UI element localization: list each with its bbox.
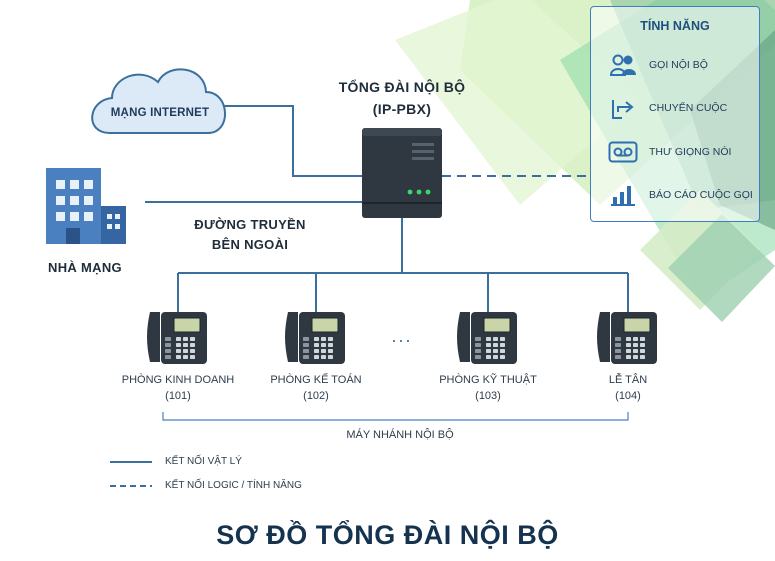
more-extensions-ellipsis: ... bbox=[391, 326, 413, 346]
bar-chart-icon bbox=[611, 186, 635, 206]
call-forward-icon bbox=[612, 100, 634, 119]
page-title: SƠ ĐỒ TỔNG ĐÀI NỘI BỘ bbox=[216, 520, 559, 550]
building-icon bbox=[46, 168, 126, 244]
feature-item-label: CHUYỂN CUỘC bbox=[649, 102, 728, 114]
features-title: TÍNH NĂNG bbox=[640, 19, 710, 33]
extension-number: (104) bbox=[615, 390, 641, 402]
internet-label: MẠNG INTERNET bbox=[110, 107, 210, 119]
features-panel: TÍNH NĂNG GỌI NỘI BỘ CHUYỂN CUỘC THƯ GIỌ… bbox=[590, 6, 760, 222]
desk-phone-icon bbox=[457, 312, 517, 364]
extension-name: PHÒNG KẾ TOÁN bbox=[270, 374, 362, 386]
desk-phone-icon bbox=[285, 312, 345, 364]
legend-logical-label: KẾT NỐI LOGIC / TÍNH NĂNG bbox=[165, 480, 302, 491]
external-line-label-1: ĐƯỜNG TRUYỀN bbox=[194, 217, 306, 232]
feature-item-label: THƯ GIỌNG NÓI bbox=[649, 146, 732, 158]
legend-physical-label: KẾT NỐI VẬT LÝ bbox=[165, 456, 242, 467]
provider-label: NHÀ MẠNG bbox=[48, 260, 122, 275]
users-icon bbox=[609, 54, 636, 76]
extension-name: PHÒNG KỸ THUẬT bbox=[439, 374, 537, 386]
desk-phone-icon bbox=[147, 312, 207, 364]
extension-number: (102) bbox=[303, 390, 329, 402]
phones-group bbox=[147, 312, 657, 364]
pbx-device-icon bbox=[362, 128, 442, 218]
physical-connections bbox=[145, 105, 629, 312]
feature-item-label: GỌI NỘI BỘ bbox=[649, 59, 708, 71]
extension-number: (101) bbox=[165, 390, 191, 402]
desk-phone-icon bbox=[597, 312, 657, 364]
extensions-bracket bbox=[162, 412, 629, 421]
extension-number: (103) bbox=[475, 390, 501, 402]
cloud-icon bbox=[91, 68, 226, 134]
pbx-label-line1: TỔNG ĐÀI NỘI BỘ bbox=[338, 79, 466, 95]
pbx-label-line2: (IP-PBX) bbox=[372, 101, 432, 117]
external-line-label-2: BÊN NGOÀI bbox=[211, 237, 289, 252]
extension-name: PHÒNG KINH DOANH bbox=[121, 374, 235, 386]
voicemail-icon bbox=[608, 141, 638, 163]
legend-lines bbox=[110, 461, 152, 487]
feature-item-label: BÁO CÁO CUỘC GỌI bbox=[649, 189, 753, 201]
extension-name: LỄ TÂN bbox=[608, 374, 648, 386]
extensions-group-label: MÁY NHÁNH NỘI BỘ bbox=[346, 429, 454, 441]
